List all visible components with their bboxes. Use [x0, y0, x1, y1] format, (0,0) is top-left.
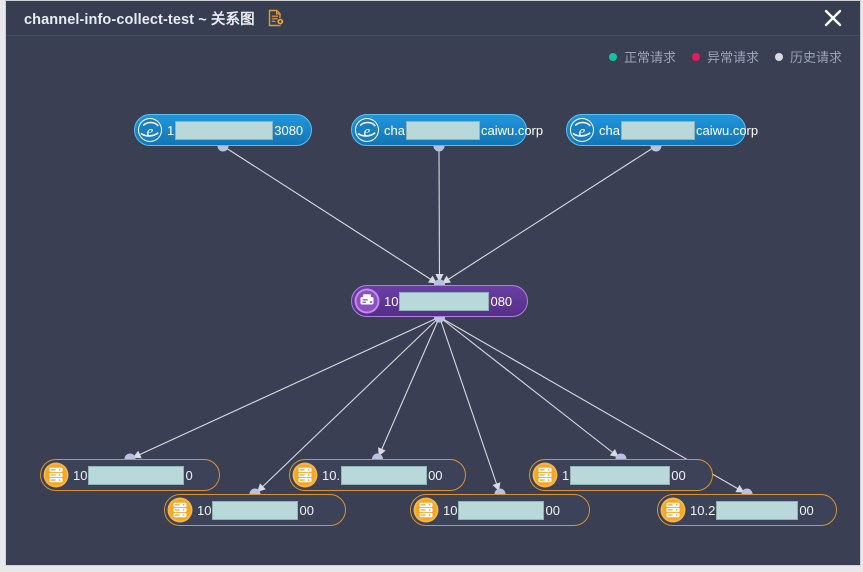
graph-edge: [438, 145, 441, 286]
edge-arrowhead: [378, 447, 386, 457]
node-label-prefix: 10: [73, 467, 88, 483]
node-label-prefix: 10: [443, 502, 458, 518]
redacted-text-block: [212, 500, 299, 520]
graph-node-db-3[interactable]: 1 00: [529, 459, 713, 491]
redacted-text-block: [88, 465, 185, 485]
edge-arrowhead: [257, 483, 266, 492]
redacted-text-block: [458, 500, 545, 520]
database-icon: [43, 462, 69, 488]
node-label-suffix: 00: [545, 502, 560, 518]
node-label: 10 00: [197, 500, 314, 520]
redacted-text-block: [716, 500, 799, 520]
node-label-suffix: caiwu.corp: [695, 122, 759, 138]
database-icon: [413, 497, 439, 523]
svg-text:e: e: [364, 124, 371, 140]
internet-explorer-icon: e: [354, 117, 380, 143]
node-label: cha caiwu.corp: [599, 120, 759, 140]
legend-dot-history-icon: [774, 52, 783, 61]
graph-node-db-1[interactable]: 10 0: [40, 459, 220, 491]
legend-dot-normal-icon: [608, 52, 617, 61]
graph-node-db-6[interactable]: 10.2 00: [657, 494, 837, 526]
node-label: 10.2 00: [690, 500, 814, 520]
legend-label-normal: 正常请求: [623, 50, 676, 65]
redacted-text-block: [175, 120, 274, 140]
graph-edge: [439, 145, 657, 286]
redacted-text-block: [405, 120, 480, 140]
node-label-suffix: 00: [428, 467, 443, 483]
legend-item-abnormal[interactable]: 异常请求: [691, 47, 759, 66]
node-label-suffix: 0: [185, 467, 193, 483]
redacted-text-block: [399, 291, 490, 311]
node-label: 1 3080: [167, 120, 304, 140]
internet-explorer-icon: e: [569, 117, 595, 143]
graph-edge: [129, 316, 440, 460]
node-label: cha caiwu.corp: [384, 120, 544, 140]
edge-arrowhead: [428, 275, 437, 284]
edge-arrowhead: [435, 274, 444, 282]
node-label-prefix: 10.2: [690, 502, 716, 518]
node-label-prefix: cha: [384, 122, 405, 138]
node-label-prefix: 1: [167, 122, 175, 138]
node-label-prefix: 1: [562, 467, 570, 483]
redacted-text-block: [341, 465, 428, 485]
graph-edge: [376, 316, 441, 460]
node-label-suffix: 00: [299, 502, 314, 518]
graph-edge: [222, 145, 440, 286]
svg-text:e: e: [147, 124, 154, 140]
legend-item-normal[interactable]: 正常请求: [608, 47, 676, 66]
edge-arrowhead: [492, 482, 501, 492]
graph-edge: [439, 316, 622, 460]
database-icon: [660, 497, 686, 523]
database-icon: [532, 462, 558, 488]
page-title: channel-info-collect-test ~ 关系图: [24, 11, 255, 28]
svg-text:e: e: [579, 124, 586, 140]
node-label: 10 080: [384, 291, 513, 311]
node-label: 10.00: [322, 465, 443, 485]
database-icon: [292, 462, 318, 488]
node-label-suffix: caiwu.corp: [480, 122, 544, 138]
legend-item-history[interactable]: 历史请求: [774, 47, 842, 66]
legend-label-history: 历史请求: [789, 50, 842, 65]
legend-dot-abnormal-icon: [691, 52, 700, 61]
node-label-prefix: cha: [599, 122, 620, 138]
edge-arrowhead: [735, 484, 745, 493]
close-icon[interactable]: [818, 3, 848, 33]
graph-node-db-5[interactable]: 10 00: [410, 494, 590, 526]
node-label-suffix: 080: [490, 293, 513, 309]
graph-node-db-4[interactable]: 10 00: [164, 494, 346, 526]
node-label-suffix: 00: [799, 502, 814, 518]
edge-arrowhead: [132, 450, 142, 459]
server-rack-icon: [354, 288, 380, 314]
edge-arrowhead: [442, 275, 451, 284]
node-label-prefix: 10: [384, 293, 399, 309]
window-titlebar: channel-info-collect-test ~ 关系图: [6, 1, 860, 36]
node-label: 1 00: [562, 465, 686, 485]
relation-graph-window: channel-info-collect-test ~ 关系图: [5, 0, 861, 566]
internet-explorer-icon: e: [137, 117, 163, 143]
node-label-prefix: 10: [197, 502, 212, 518]
node-label-prefix: 10.: [322, 467, 341, 483]
node-label: 10 00: [443, 500, 560, 520]
legend-label-abnormal: 异常请求: [706, 50, 759, 65]
redacted-text-block: [620, 120, 695, 140]
database-icon: [167, 497, 193, 523]
node-label: 10 0: [73, 465, 193, 485]
report-document-icon[interactable]: [267, 9, 285, 27]
node-label-suffix: 3080: [274, 122, 304, 138]
legend: 正常请求 异常请求 历史请求: [608, 47, 842, 66]
graph-node-db-2[interactable]: 10.00: [289, 459, 466, 491]
node-label-suffix: 00: [671, 467, 686, 483]
graph-node-server-center[interactable]: 10 080: [351, 285, 528, 317]
edge-arrowhead: [609, 448, 619, 458]
redacted-text-block: [570, 465, 671, 485]
